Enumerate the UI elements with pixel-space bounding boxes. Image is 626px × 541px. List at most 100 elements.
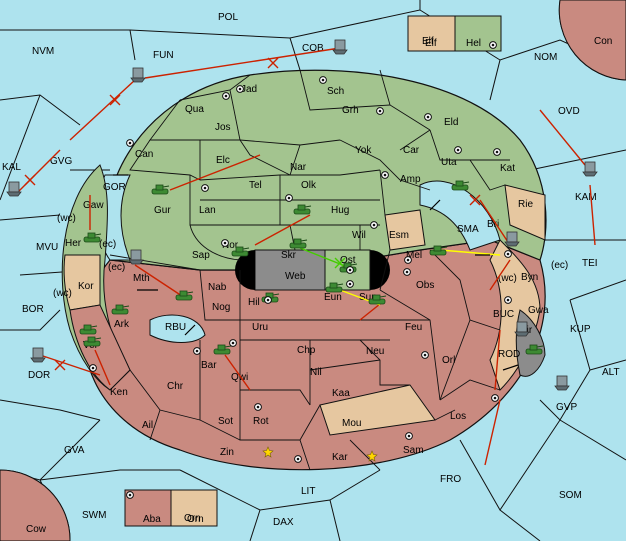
legend-bottom: Aba Orn <box>124 489 218 527</box>
label-sun: Sun <box>359 292 377 303</box>
label-mel: Mel <box>406 250 422 261</box>
label-neu: Neu <box>366 346 384 357</box>
label-hug: Hug <box>331 205 349 216</box>
label-nog: Nog <box>212 302 230 313</box>
supply-center-dot <box>426 115 430 119</box>
fleet-unit-icon[interactable] <box>332 39 348 55</box>
label-bar: Bar <box>201 360 217 371</box>
fleet-unit-icon[interactable] <box>582 161 598 177</box>
label-her: Her <box>65 238 82 249</box>
army-unit-icon[interactable] <box>231 246 250 257</box>
order-arrows <box>14 47 596 466</box>
region-rie[interactable] <box>504 184 546 241</box>
sea-rbu[interactable] <box>149 314 206 343</box>
label-grh: Grh <box>342 105 359 116</box>
label-nom: NOM <box>534 52 557 63</box>
label-elf: Elf <box>422 36 434 47</box>
supply-center-dot <box>223 241 227 245</box>
label-zin: Zin <box>220 447 234 458</box>
label-sap: Sap <box>192 250 210 261</box>
region-centre-right <box>370 250 390 290</box>
fleet-unit-icon[interactable] <box>504 231 520 247</box>
supply-center-dot <box>91 366 95 370</box>
label-eun: Eun <box>324 292 342 303</box>
legend-elf-label: Elf <box>425 38 437 49</box>
supply-center-dot <box>383 173 387 177</box>
label-dor: DOR <box>28 370 50 381</box>
label-kup: KUP <box>570 324 591 335</box>
label-rbu: RBU <box>165 322 186 333</box>
label-byn: Byn <box>521 272 538 283</box>
region-cow[interactable] <box>0 469 71 541</box>
label-tel: Tel <box>249 180 262 191</box>
order-arrow <box>539 109 586 166</box>
army-unit-icon[interactable] <box>325 282 344 293</box>
fleet-unit-icon[interactable] <box>514 321 530 337</box>
label-mou: Mou <box>342 418 361 429</box>
army-unit-icon[interactable] <box>293 204 312 215</box>
supply-center-dot <box>407 434 411 438</box>
army-unit-icon[interactable] <box>289 238 308 249</box>
label-gwa: Gwa <box>528 305 549 316</box>
army-unit-icon[interactable] <box>111 304 130 315</box>
order-arrow <box>134 264 186 299</box>
region-con[interactable] <box>558 0 626 81</box>
army-unit-icon[interactable] <box>368 294 387 305</box>
supply-center-dot <box>128 141 132 145</box>
fleet-unit-icon[interactable] <box>30 347 46 363</box>
coast-mark: (wc) <box>498 273 517 284</box>
label-yok: Yok <box>355 145 372 156</box>
label-pol: POL <box>218 12 238 23</box>
label-rod: ROD <box>498 349 520 360</box>
legend-hel-label: Hel <box>466 38 481 49</box>
units-layer <box>6 39 598 462</box>
label-chr: Chr <box>167 381 184 392</box>
supply-center-dot <box>506 252 510 256</box>
label-fun: FUN <box>153 50 174 61</box>
label-gvp: GVP <box>556 402 577 413</box>
label-gur: Gur <box>154 205 171 216</box>
label-eld: Eld <box>444 117 458 128</box>
label-los: Los <box>450 411 466 422</box>
label-feu: Feu <box>405 322 422 333</box>
army-unit-icon[interactable] <box>151 184 170 195</box>
label-ark: Ark <box>114 319 130 330</box>
army-unit-icon[interactable] <box>429 245 448 256</box>
supply-center-dot <box>491 43 495 47</box>
supply-center-dot <box>506 298 510 302</box>
label-nor: Nor <box>222 240 239 251</box>
fleet-unit-icon[interactable] <box>6 181 22 197</box>
supply-center-dot <box>348 268 352 272</box>
fleet-unit-icon[interactable] <box>130 67 146 83</box>
supply-center-dot <box>321 78 325 82</box>
coast-mark: (wc) <box>53 288 72 299</box>
army-unit-icon[interactable] <box>83 336 102 347</box>
label-kat: Kat <box>500 163 515 174</box>
order-arrow <box>14 149 61 196</box>
army-unit-icon[interactable] <box>83 232 102 243</box>
army-unit-icon[interactable] <box>175 290 194 301</box>
label-som: SOM <box>559 490 582 501</box>
army-unit-icon[interactable] <box>451 180 470 191</box>
label-uta: Uta <box>441 157 457 168</box>
coast-mark: (ec) <box>99 239 116 250</box>
region-esm[interactable] <box>384 209 426 251</box>
supply-center-dot <box>224 94 228 98</box>
label-nvm: NVM <box>32 46 54 57</box>
label-jad: Jad <box>241 84 257 95</box>
label-buc: BUC <box>493 309 514 320</box>
supply-center-dot <box>256 405 260 409</box>
army-unit-icon[interactable] <box>213 344 232 355</box>
fleet-unit-icon[interactable] <box>128 249 144 265</box>
label-sot: Sot <box>218 416 233 427</box>
cut-marks <box>24 57 481 371</box>
label-nil: Nil <box>310 367 322 378</box>
army-unit-icon[interactable] <box>525 344 544 355</box>
supply-center-dot <box>266 298 270 302</box>
army-unit-icon[interactable] <box>79 324 98 335</box>
label-obs: Obs <box>416 280 434 291</box>
fleet-unit-icon[interactable] <box>554 375 570 391</box>
coast-mark: (ec) <box>551 260 568 271</box>
label-alt: ALT <box>602 367 620 378</box>
